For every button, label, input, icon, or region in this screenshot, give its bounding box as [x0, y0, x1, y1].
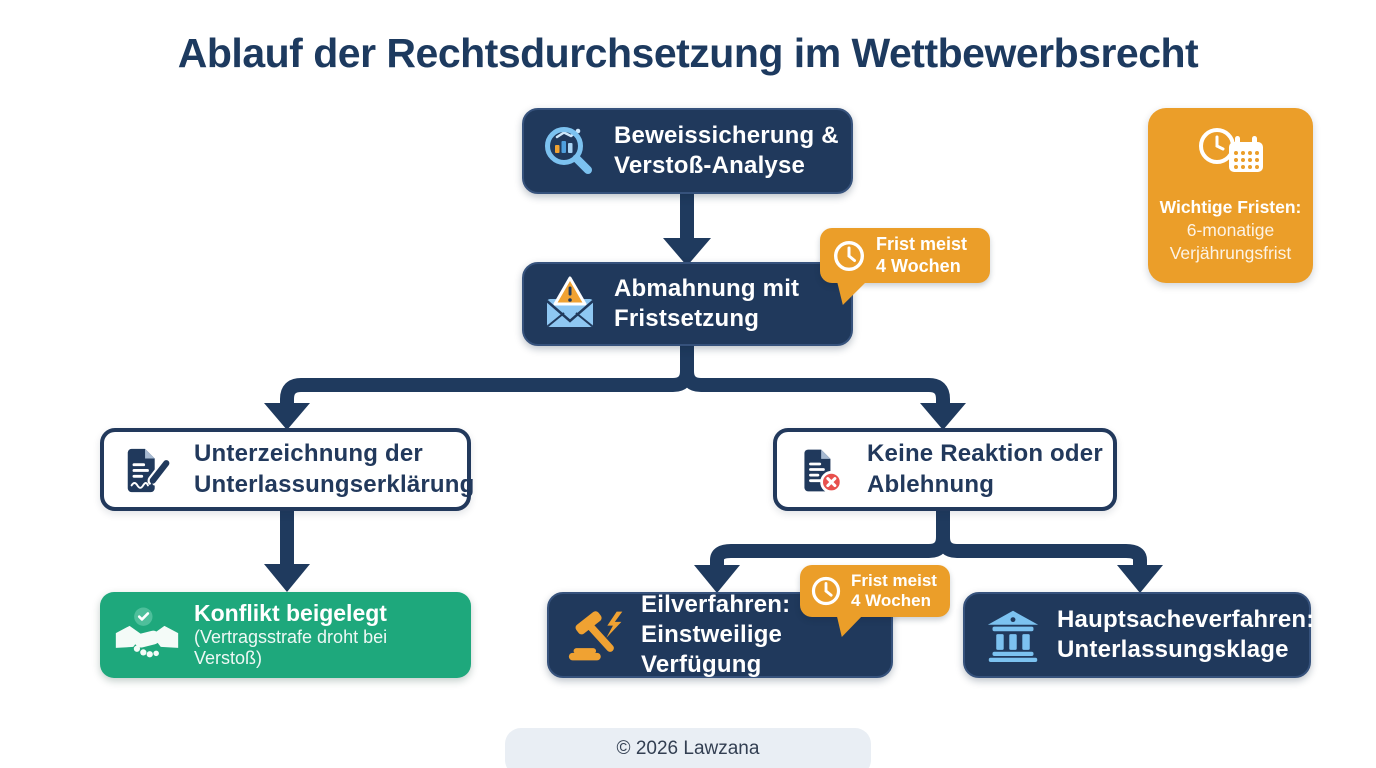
node-label: Unterzeichnung der Unterlassungserklärun… — [194, 440, 475, 498]
courthouse-icon — [987, 610, 1039, 662]
callout-label: Frist meist 4 Wochen — [851, 570, 937, 610]
arrowhead — [1117, 565, 1163, 593]
note-title: Wichtige Fristen: — [1159, 197, 1302, 217]
node-label: Keine Reaktion oder Ablehnung — [867, 440, 1103, 498]
node-abmahnung: Abmahnung mit Fristsetzung — [522, 262, 853, 346]
clock-calendar-icon — [1198, 128, 1263, 172]
node-unterzeichnung: Unterzeichnung der Unterlassungserklärun… — [100, 428, 475, 511]
node-label: Beweissicherung & Verstoß-Analyse — [614, 121, 839, 179]
gavel-icon — [568, 611, 623, 661]
arrowhead — [920, 403, 966, 430]
envelope-warning-icon — [546, 276, 594, 327]
node-label: Hauptsacheverfahren: Unterlassungsklage — [1057, 605, 1315, 663]
copyright-text: © 2026 Lawzana — [616, 738, 760, 759]
node-hauptsacheverfahren: Hauptsacheverfahren: Unterlassungsklage — [963, 592, 1315, 678]
arrowhead — [663, 238, 711, 266]
document-signature-icon — [127, 448, 172, 492]
node-label: Konflikt beigelegt (Vertragsstrafe droht… — [194, 600, 388, 669]
arrowhead — [264, 403, 310, 430]
clock-icon — [811, 576, 841, 606]
deadline-callout-1: Frist meist 4 Wochen — [820, 228, 990, 305]
node-label: Eilverfahren: Einstweilige Verfügung — [641, 590, 791, 679]
node-beweissicherung: Beweissicherung & Verstoß-Analyse — [522, 108, 853, 194]
deadline-callout-2: Frist meist 4 Wochen — [800, 565, 950, 637]
footer: © 2026 Lawzana — [505, 728, 871, 768]
arrowhead — [264, 564, 310, 592]
page-title: Ablauf der Rechtsdurchsetzung im Wettbew… — [177, 30, 1199, 76]
callout-label: Frist meist 4 Wochen — [876, 234, 968, 276]
important-deadlines-card: Wichtige Fristen: 6-monatige Verjährungs… — [1148, 108, 1313, 283]
magnifier-chart-icon — [545, 127, 592, 174]
arrowhead — [694, 565, 740, 593]
clock-icon — [833, 240, 865, 271]
note-line: 6-monatige — [1186, 219, 1275, 240]
node-label: Abmahnung mit Fristsetzung — [614, 274, 800, 332]
document-rejected-icon — [804, 449, 843, 493]
note-line: Verjährungsfrist — [1169, 242, 1292, 263]
handshake-check-icon — [115, 607, 179, 658]
node-konflikt-beigelegt: Konflikt beigelegt (Vertragsstrafe droht… — [100, 592, 471, 678]
node-keine-reaktion: Keine Reaktion oder Ablehnung — [773, 428, 1117, 511]
